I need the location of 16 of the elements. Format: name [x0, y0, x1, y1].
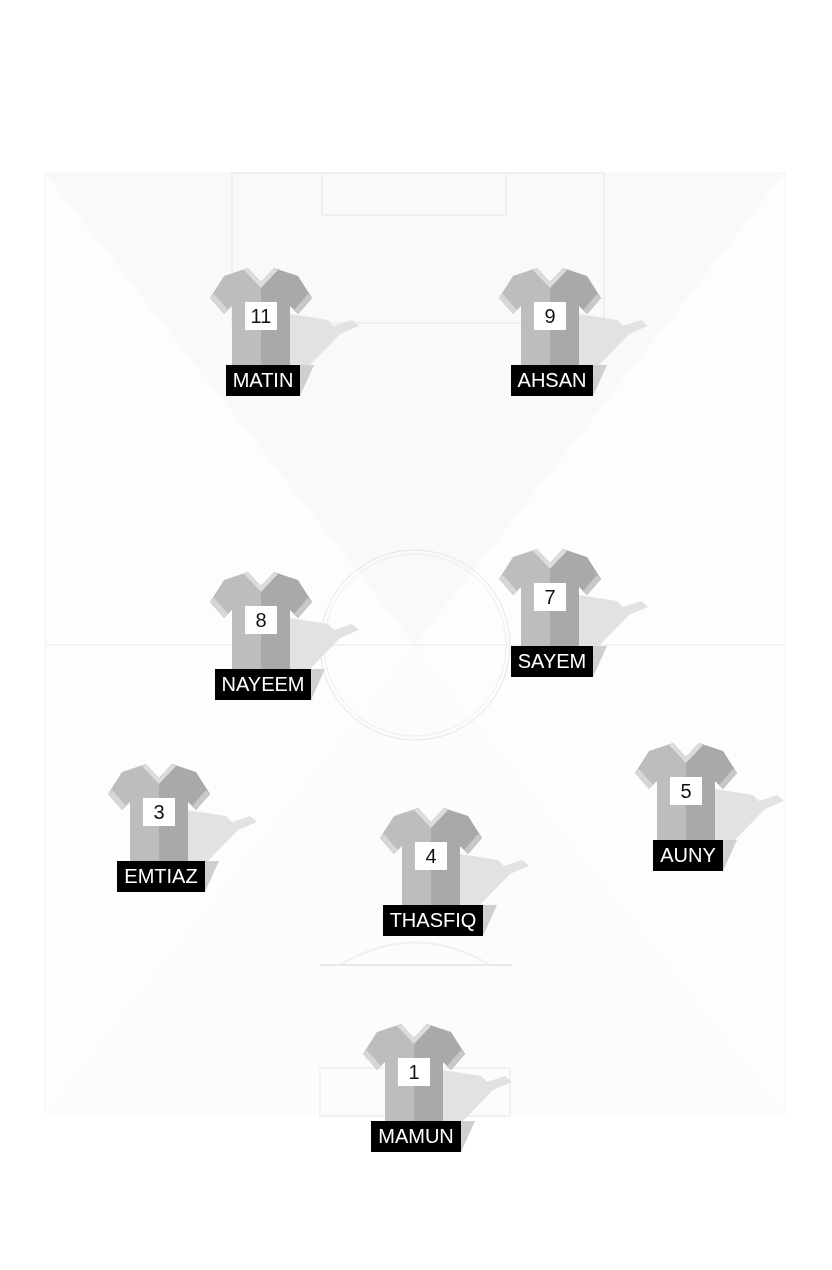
jersey-number: 11 [245, 302, 277, 330]
player-name: MATIN [225, 365, 301, 396]
player-name: EMTIAZ [117, 861, 205, 892]
player-name: AHSAN [510, 365, 594, 396]
jersey-number: 3 [143, 798, 175, 826]
player-name: THASFIQ [382, 905, 484, 936]
jersey-number: 9 [534, 302, 566, 330]
jersey-number: 8 [245, 606, 277, 634]
player-name: MAMUN [371, 1121, 461, 1152]
player-name: NAYEEM [214, 669, 312, 700]
jersey-number: 1 [398, 1058, 430, 1086]
jersey-number: 4 [415, 842, 447, 870]
player-name: AUNY [653, 840, 723, 871]
jersey-number: 7 [534, 583, 566, 611]
player-name: SAYEM [510, 646, 594, 677]
jersey-number: 5 [670, 777, 702, 805]
